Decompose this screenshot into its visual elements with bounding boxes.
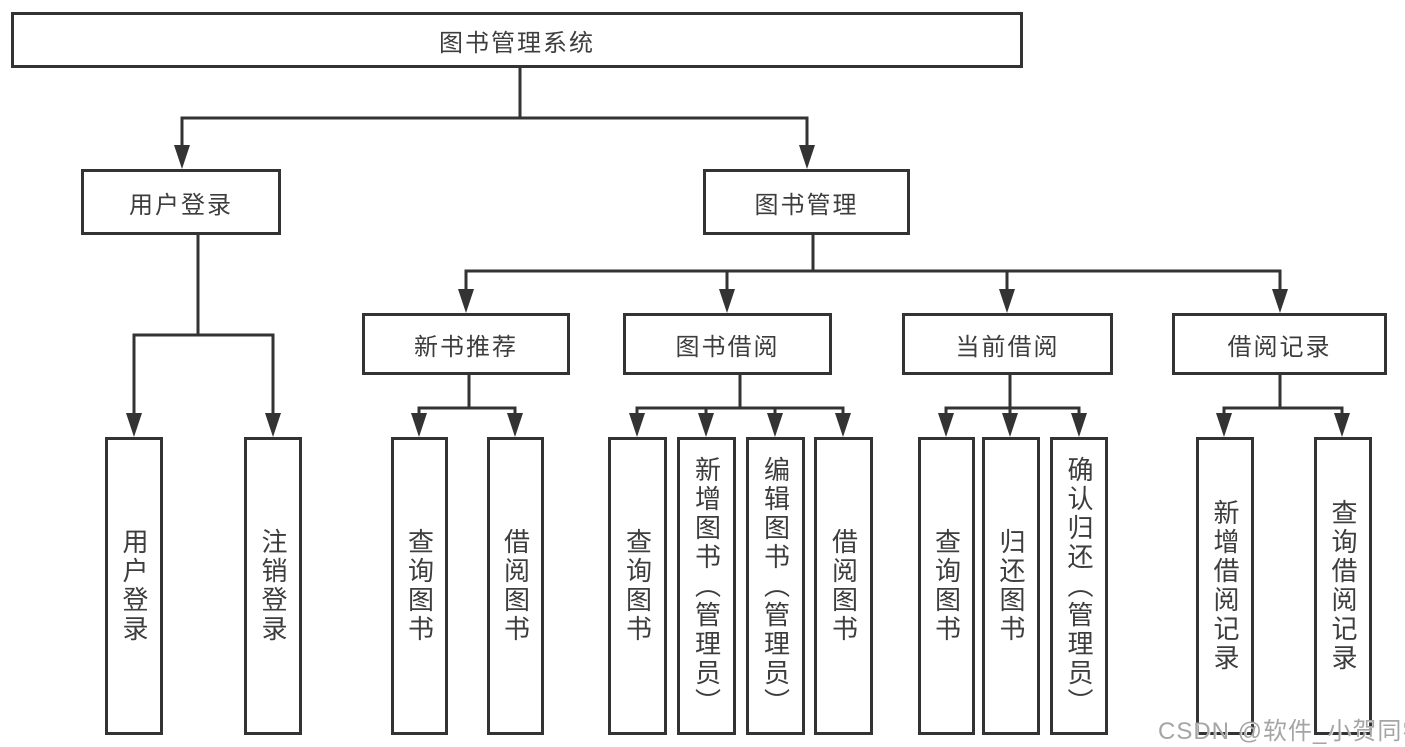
connector-paths <box>132 66 1344 420</box>
leaf-borrow-borrow-books: 借阅图书 <box>814 437 873 735</box>
leaf-newrec-borrow-books: 借阅图书 <box>487 437 544 735</box>
node-label: 新书推荐 <box>414 333 518 361</box>
leaf-current-return-books: 归还图书 <box>982 437 1040 735</box>
node-label: 查询图书 <box>931 528 962 644</box>
node-label: 查询图书 <box>404 528 435 644</box>
node-label: 确认归还（管理员） <box>1064 455 1094 717</box>
leaf-borrow-query-books: 查询图书 <box>608 437 667 735</box>
node-label: 借阅图书 <box>828 528 859 644</box>
node-label: 当前借阅 <box>955 333 1060 361</box>
leaf-borrow-add-books-admin: 新增图书（管理员） <box>677 437 736 735</box>
csdn-watermark: CSDN @软件_小贺同学 <box>1158 718 1405 745</box>
leaf-borrow-edit-books-admin: 编辑图书（管理员） <box>746 437 805 735</box>
leaf-user-login: 用户登录 <box>105 437 163 735</box>
node-label: 图书管理系统 <box>439 29 595 57</box>
node-label: 借阅图书 <box>500 528 531 644</box>
node-new-book-recommend: 新书推荐 <box>362 313 570 375</box>
node-borrow-records: 借阅记录 <box>1172 313 1387 375</box>
node-label: 编辑图书（管理员） <box>760 455 791 717</box>
node-label: 查询借阅记录 <box>1328 499 1358 673</box>
leaf-records-query-record: 查询借阅记录 <box>1314 437 1372 735</box>
node-label: 新增借阅记录 <box>1210 499 1240 673</box>
node-root-library-system: 图书管理系统 <box>11 12 1023 68</box>
leaf-current-confirm-return-admin: 确认归还（管理员） <box>1050 437 1108 735</box>
node-label: 图书借阅 <box>675 333 780 361</box>
leaf-records-add-record: 新增借阅记录 <box>1196 437 1254 735</box>
node-label: 借阅记录 <box>1227 333 1332 361</box>
node-label: 注销登录 <box>258 528 288 644</box>
node-book-borrow: 图书借阅 <box>623 313 832 375</box>
node-current-borrow: 当前借阅 <box>902 313 1113 375</box>
leaf-logout-login: 注销登录 <box>244 437 302 735</box>
node-label: 图书管理 <box>754 191 859 219</box>
leaf-current-query-books: 查询图书 <box>918 437 975 735</box>
node-label: 用户登录 <box>129 191 233 219</box>
node-book-management: 图书管理 <box>703 169 910 235</box>
node-label: 用户登录 <box>119 528 149 644</box>
node-label: 查询图书 <box>622 528 653 644</box>
node-label: 新增图书（管理员） <box>691 455 722 717</box>
leaf-newrec-query-books: 查询图书 <box>391 437 448 735</box>
node-user-login: 用户登录 <box>81 169 281 235</box>
node-label: 归还图书 <box>996 528 1026 644</box>
arrowhead-icons <box>126 145 1350 437</box>
